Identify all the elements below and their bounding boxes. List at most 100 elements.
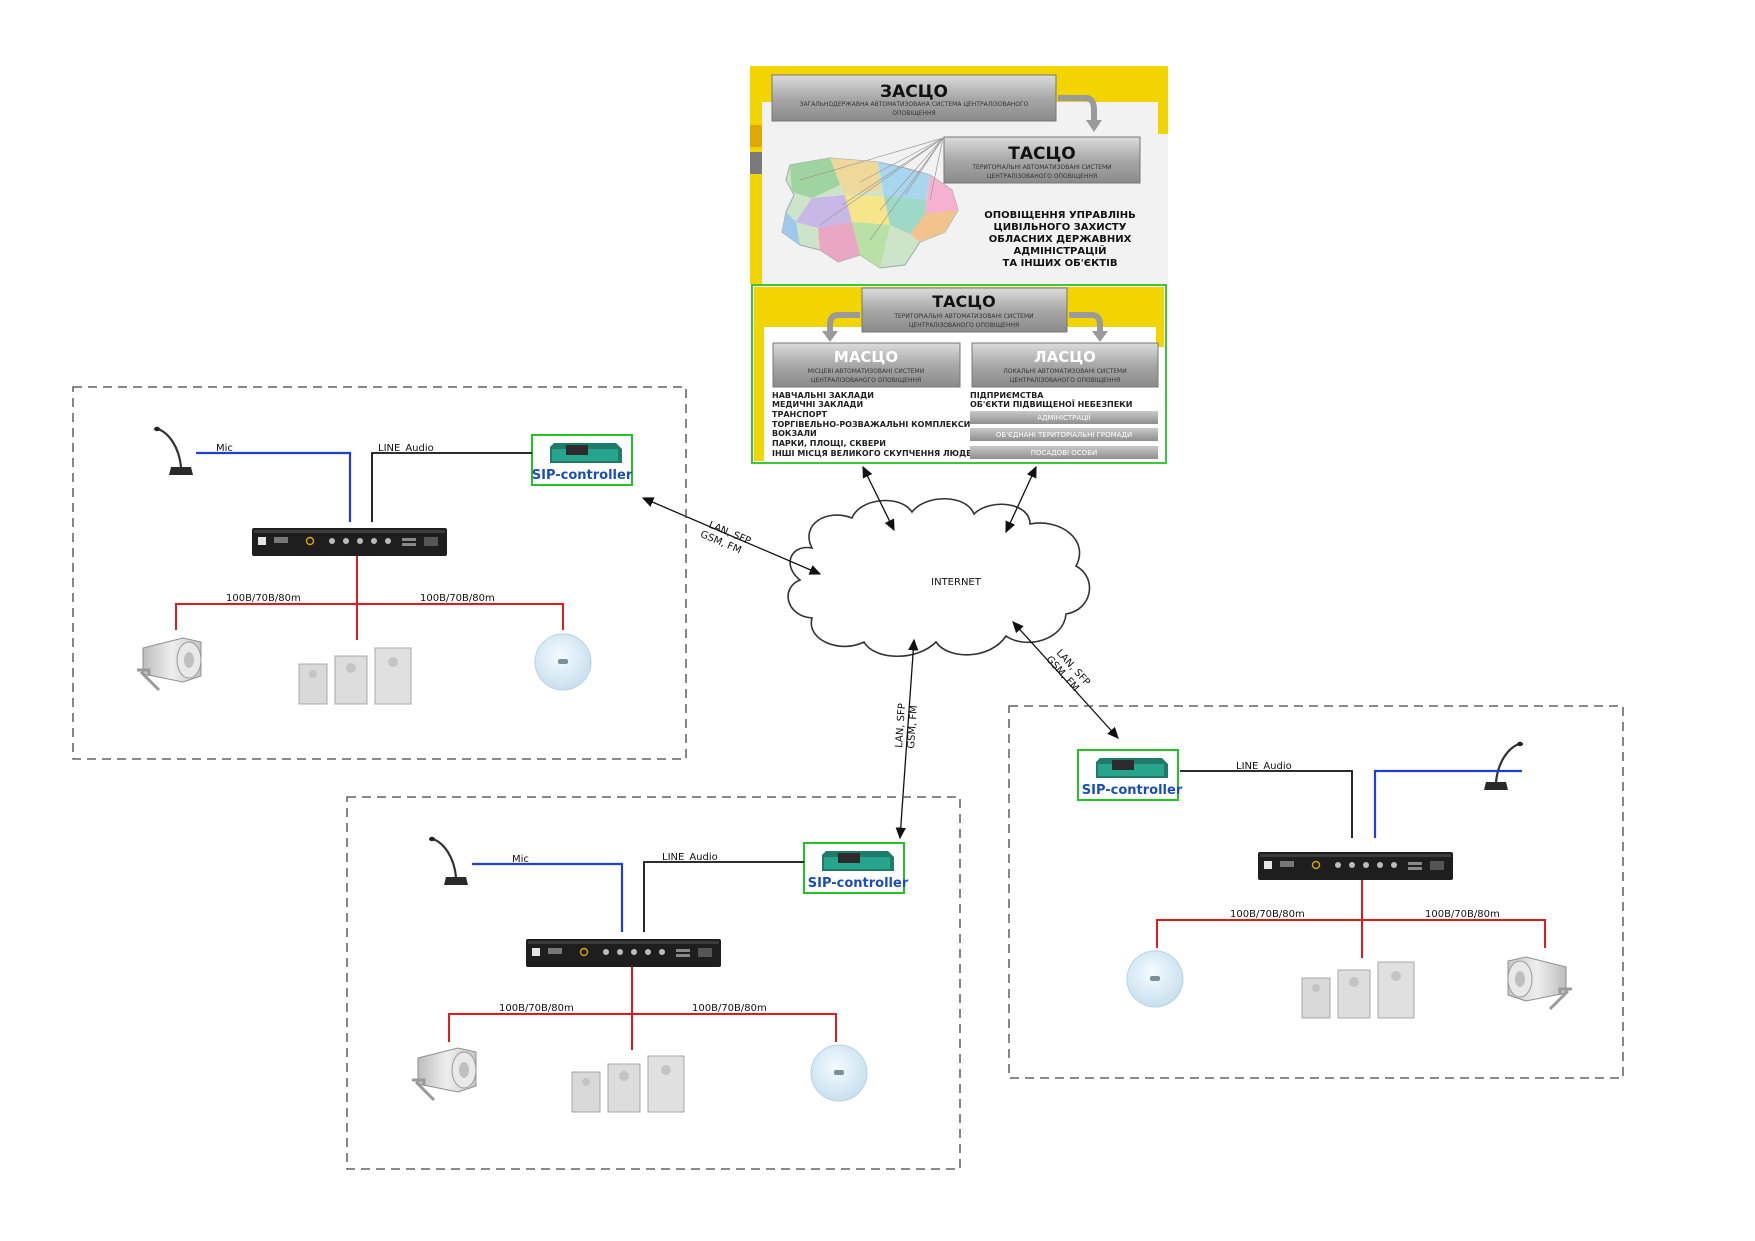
masco-item: ВОКЗАЛИ <box>772 429 817 438</box>
masco-item: МЕДИЧНІ ЗАКЛАДИ <box>772 400 863 409</box>
lasco-button <box>970 446 1158 459</box>
line-audio-wire <box>371 452 532 522</box>
notice-line: ОБЛАСНИХ ДЕРЖАВНИХ <box>989 234 1132 245</box>
site-3: SIP-controller LINE_Audio 100B/70B/80m 1… <box>1008 705 1624 1079</box>
microphone <box>1482 738 1526 797</box>
horn-speaker <box>408 1040 484 1106</box>
lasco-button-label: ОБ'ЄДНАНІ ТЕРИТОРІАЛЬНІ ГРОМАДИ <box>996 431 1132 439</box>
notice-line: ТА ІНШИХ ОБ'ЄКТІВ <box>1003 258 1118 269</box>
amplifier <box>251 527 448 557</box>
lasco-item: ОБ'ЄКТИ ПІДВИЩЕНОЇ НЕБЕЗПЕКИ <box>970 399 1132 409</box>
notice-text: ОПОВІЩЕННЯ УПРАВЛІНЬ ЦИВІЛЬНОГО ЗАХИСТУ … <box>984 210 1136 269</box>
horn-speaker <box>133 630 209 696</box>
ceiling-speaker <box>1123 947 1187 1011</box>
ceiling-speaker <box>807 1041 871 1105</box>
tasco-top-subtitle-2: ЦЕНТРАЛІЗОВАНОГО ОПОВІЩЕННЯ <box>987 173 1097 180</box>
masco-title: МАСЦО <box>834 348 898 366</box>
internet-cloud: INTERNET <box>787 497 1091 658</box>
site-1-boundary <box>72 386 687 760</box>
lasco-button <box>970 411 1158 424</box>
sip-controller-label: SIP-controller <box>808 876 909 891</box>
internet-label: INTERNET <box>931 577 982 588</box>
link-label-lan: LAN, SFP <box>894 703 908 748</box>
masco-item: ПАРКИ, ПЛОЩІ, СКВЕРИ <box>772 439 886 448</box>
lasco-button-label: ПОСАДОВІ ОСОБИ <box>1031 449 1097 457</box>
tasco-bottom-title: ТАСЦО <box>932 292 995 311</box>
speaker-line-label: 100B/70B/80m <box>1425 909 1500 920</box>
lasco-subtitle: ЛОКАЛЬНІ АВТОМАТИЗОВАНІ СИСТЕМИ <box>1003 368 1126 375</box>
tasco-top-title: ТАСЦО <box>1008 144 1075 164</box>
tasco-bottom-header <box>861 287 1068 333</box>
lasco-subtitle-2: ЦЕНТРАЛІЗОВАНОГО ОПОВІЩЕННЯ <box>1010 377 1120 384</box>
notice-line: ЦИВІЛЬНОГО ЗАХИСТУ <box>994 222 1127 233</box>
tasco-top-subtitle: ТЕРИТОРІАЛЬНІ АВТОМАТИЗОВАНІ СИСТЕМИ <box>971 164 1111 171</box>
link-cloud-site3 <box>1012 621 1119 739</box>
speaker-line-label: 100B/70B/80m <box>499 1003 574 1014</box>
amplifier <box>525 938 722 968</box>
speaker-wires <box>448 967 837 1050</box>
speaker-line-label: 100B/70B/80m <box>226 593 301 604</box>
masco-item: ІНШІ МІСЦЯ ВЕЛИКОГО СКУПЧЕННЯ ЛЮДЕЙ <box>772 447 978 458</box>
zasco-title: ЗАСЦО <box>880 82 948 102</box>
amplifier <box>1257 851 1454 881</box>
line-audio-wire <box>643 861 804 932</box>
wall-speakers <box>294 643 416 707</box>
microphone <box>151 423 195 482</box>
sip-controller-label: SIP-controller <box>1082 783 1183 798</box>
lasco-header <box>971 342 1159 388</box>
ceiling-speaker <box>531 630 595 694</box>
masco-subtitle: МІСЦЕВІ АВТОМАТИЗОВАНІ СИСТЕМИ <box>808 368 924 375</box>
mic-wire <box>1373 769 1522 838</box>
masco-item: НАВЧАЛЬНІ ЗАКЛАДИ <box>772 391 874 400</box>
masco-list: НАВЧАЛЬНІ ЗАКЛАДИ МЕДИЧНІ ЗАКЛАДИ ТРАНСП… <box>772 391 978 458</box>
tasco-to-masco-arrow <box>827 312 860 333</box>
mic-label: Mic <box>216 443 233 454</box>
zasco-subtitle-2: ОПОВІЩЕННЯ <box>892 110 935 117</box>
link-cloud-site1 <box>641 497 822 575</box>
wall-speakers <box>1297 957 1419 1021</box>
info-panel-left-strip <box>750 66 762 284</box>
lasco-title: ЛАСЦО <box>1034 348 1096 366</box>
site-3-boundary <box>1008 705 1624 1079</box>
zasco-header <box>771 74 1057 122</box>
link-panel-cloud-right <box>1005 465 1037 534</box>
site-2: Mic SIP-controller LINE_Audio 100B/70B/8… <box>346 796 961 1170</box>
speaker-line-label: 100B/70B/80m <box>420 593 495 604</box>
cloud-shape <box>787 497 1091 658</box>
ukraine-map <box>781 137 959 269</box>
line-audio-label: LINE_Audio <box>1236 761 1292 772</box>
zasco-subtitle: ЗАГАЛЬНОДЕРЖАВНА АВТОМАТИЗОВАНА СИСТЕМА … <box>800 101 1029 108</box>
mic-wire <box>196 451 352 522</box>
notice-line: АДМІНІСТРАЦІЙ <box>1013 244 1106 257</box>
speaker-line-label: 100B/70B/80m <box>692 1003 767 1014</box>
site-2-boundary <box>346 796 961 1170</box>
lasco-button-label: АДМІНІСТРАЦІЇ <box>1037 413 1091 422</box>
lasco-button <box>970 428 1158 441</box>
masco-subtitle-2: ЦЕНТРАЛІЗОВАНОГО ОПОВІЩЕННЯ <box>811 377 921 384</box>
link-label-gsm: GSM, FM <box>906 705 920 749</box>
lasco-list: ПІДПРИЄМСТВА ОБ'ЄКТИ ПІДВИЩЕНОЇ НЕБЕЗПЕК… <box>970 391 1158 459</box>
masco-item: ТРАНСПОРТ <box>772 410 827 419</box>
masco-item: ТОРГІВЕЛЬНО-РОЗВАЖАЛЬНІ КОМПЛЕКСИ <box>772 420 970 429</box>
speaker-wires <box>1156 880 1546 958</box>
wall-speakers <box>567 1051 689 1115</box>
network-links <box>641 465 1119 840</box>
info-panel: ЗАСЦО ЗАГАЛЬНОДЕРЖАВНА АВТОМАТИЗОВАНА СИ… <box>750 66 1168 464</box>
masco-header <box>772 342 961 388</box>
line-audio-label: LINE_Audio <box>378 443 434 454</box>
speaker-wires <box>175 556 564 640</box>
mic-wire <box>472 862 624 932</box>
notice-line: ОПОВІЩЕННЯ УПРАВЛІНЬ <box>984 210 1136 221</box>
lasco-item: ПІДПРИЄМСТВА <box>970 391 1044 400</box>
line-audio-label: LINE_Audio <box>662 852 718 863</box>
mic-label: Mic <box>512 854 529 865</box>
sip-controller-label: SIP-controller <box>532 468 633 483</box>
tasco-top-header <box>943 136 1141 184</box>
tasco-to-lasco-arrow <box>1069 312 1103 333</box>
speaker-line-label: 100B/70B/80m <box>1230 909 1305 920</box>
info-panel-right-strip <box>1158 66 1168 134</box>
tasco-bottom-subtitle: ТЕРИТОРІАЛЬНІ АВТОМАТИЗОВАНІ СИСТЕМИ <box>893 313 1033 320</box>
line-audio-wire <box>1180 770 1353 838</box>
microphone <box>426 833 470 892</box>
